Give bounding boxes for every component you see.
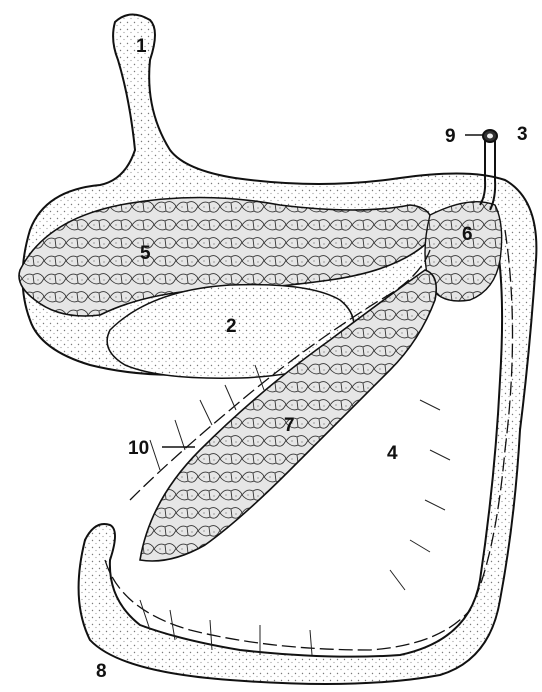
label-10: 10 [128,438,149,459]
label-7: 7 [284,415,295,436]
label-9: 9 [445,126,456,147]
label-4: 4 [387,443,398,464]
label-2: 2 [226,316,237,337]
label-3: 3 [517,124,528,145]
label-8: 8 [96,661,107,682]
label-6: 6 [462,224,473,245]
label-5: 5 [140,243,151,264]
label-1: 1 [136,36,147,57]
